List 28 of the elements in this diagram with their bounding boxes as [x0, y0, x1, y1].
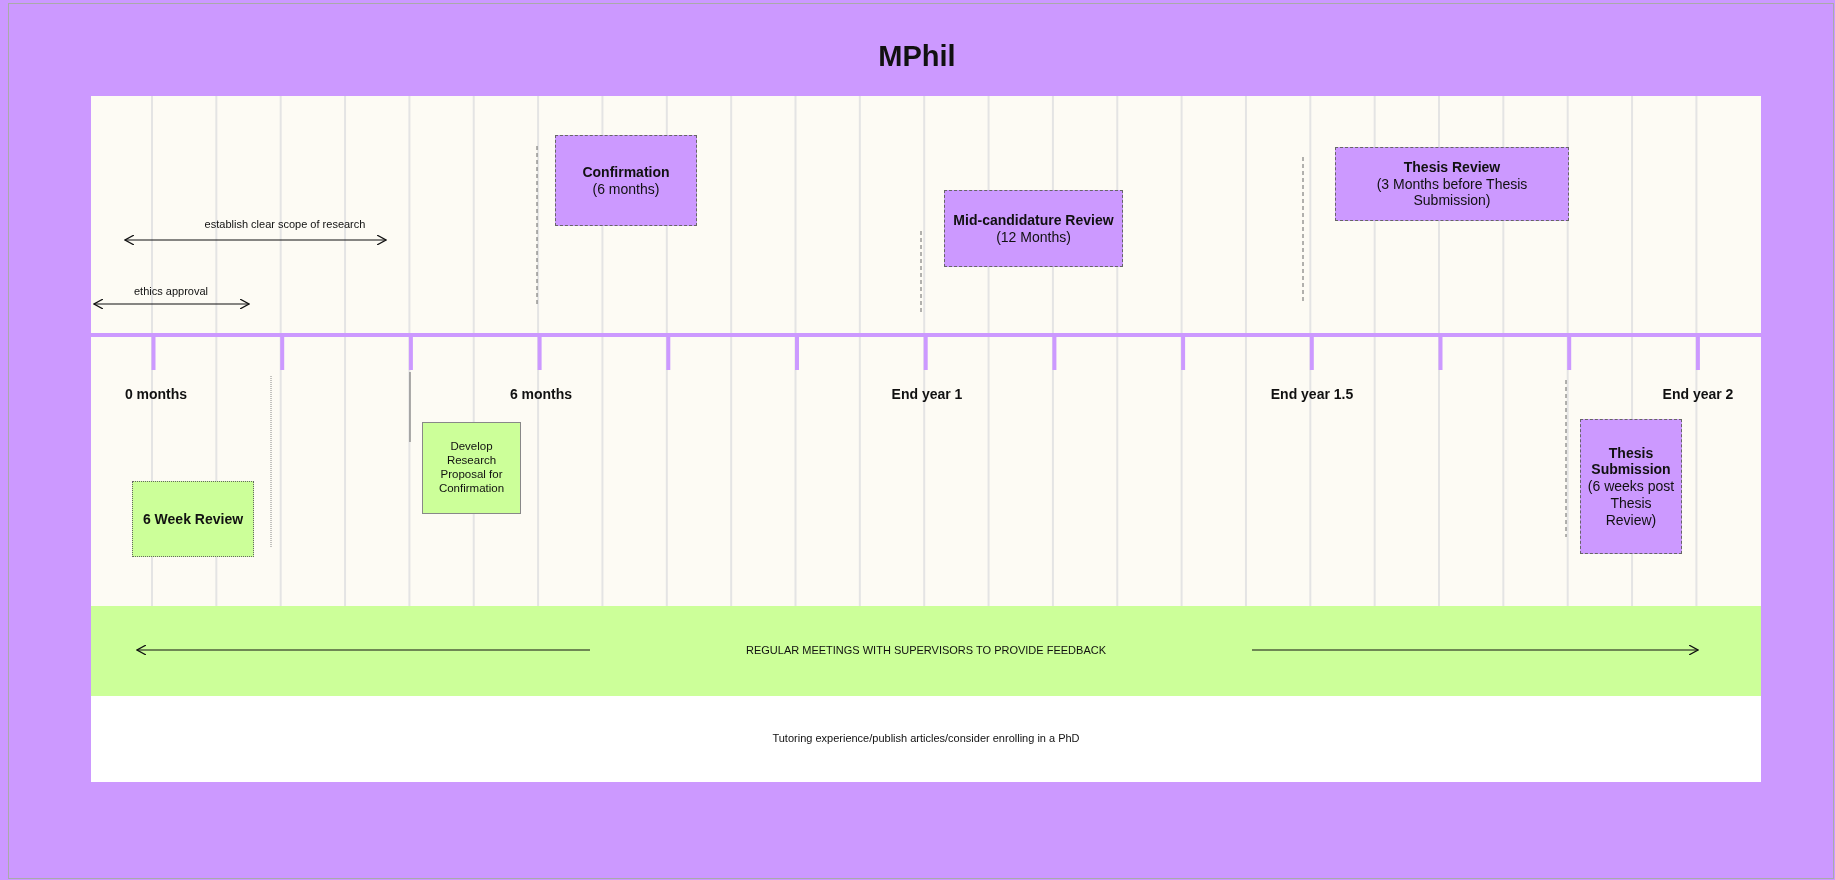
activity-band	[91, 606, 1761, 696]
milestone-title: Thesis Submission	[1590, 444, 1672, 479]
milestone-title: 6 Week Review	[142, 510, 244, 528]
milestone-title: Mid-candidature Review	[953, 211, 1114, 229]
milestone-note: (3 Months before Thesis Submission)	[1375, 175, 1529, 210]
duration-label: ethics approval	[134, 285, 208, 297]
diagram-title: MPhil	[878, 39, 956, 73]
milestone-box	[1580, 419, 1682, 554]
milestone-box	[1335, 147, 1569, 221]
milestone-note: (6 months)	[592, 180, 660, 198]
milestone-note: (12 Months)	[996, 228, 1071, 246]
axis-label: 6 months	[509, 386, 573, 402]
duration-label: establish clear scope of research	[204, 218, 366, 230]
milestone-box	[422, 422, 521, 514]
milestone-title: Confirmation	[582, 163, 670, 181]
milestone-title: Thesis Review	[1403, 158, 1501, 176]
milestone-box	[555, 135, 697, 226]
band-text: Tutoring experience/publish articles/consider enrolling in a PhD	[772, 732, 1080, 746]
activity-band	[91, 696, 1761, 782]
axis-label: 0 months	[124, 386, 188, 402]
band-text: REGULAR MEETINGS WITH SUPERVISORS TO PROVIDE FEEDBACK	[746, 644, 1106, 658]
axis-label: End year 2	[1662, 386, 1734, 402]
milestone-box	[944, 190, 1123, 267]
axis-label: End year 1	[891, 386, 963, 402]
milestone-note: (6 weeks post Thesis Review)	[1586, 478, 1676, 529]
milestone-box	[132, 481, 254, 557]
axis-label: End year 1.5	[1270, 386, 1354, 402]
milestone-title: Develop Research Proposal for Confirmation	[437, 440, 506, 496]
